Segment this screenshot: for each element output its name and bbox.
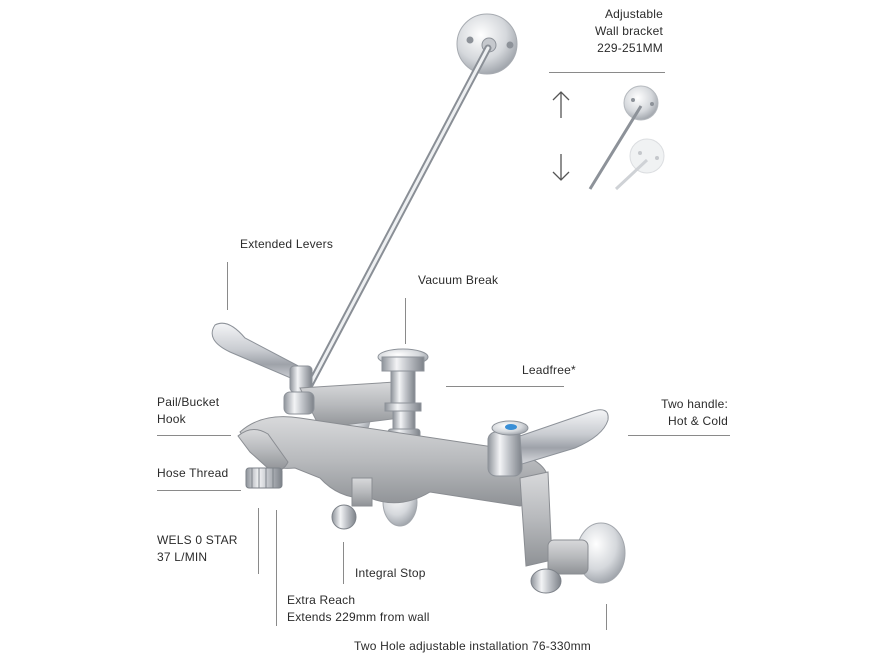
label-wels-line2: 37 L/MIN <box>157 550 208 564</box>
leader-line-integral-stop <box>343 542 344 584</box>
label-wall-bracket-line1: Adjustable <box>604 7 663 21</box>
label-integral-stop: Integral Stop <box>355 566 426 580</box>
right-lever-handle <box>487 409 609 477</box>
label-pail-hook-line2: Hook <box>157 412 186 426</box>
label-pail-hook-line1: Pail/Bucket <box>157 395 220 409</box>
leader-line-two-handle <box>628 435 730 436</box>
label-extra-reach: Extra Reach Extends 229mm from wall <box>287 592 430 626</box>
label-two-handle-line2: Hot & Cold <box>667 414 728 428</box>
leader-line-pail-hook <box>157 435 231 436</box>
leader-line-extended-levers <box>227 262 228 310</box>
label-hose-thread: Hose Thread <box>157 466 229 480</box>
label-two-hole: Two Hole adjustable installation 76-330m… <box>354 639 591 653</box>
label-wels-line1: WELS 0 STAR <box>157 533 238 547</box>
label-extra-reach-line2: Extends 229mm from wall <box>287 610 430 624</box>
label-vacuum-break: Vacuum Break <box>418 273 499 287</box>
leader-line-leadfree <box>446 386 564 387</box>
label-wall-bracket-line3: 229-251MM <box>597 41 663 55</box>
arrow-up-icon <box>552 91 570 118</box>
label-two-handle: Two handle: Hot & Cold <box>661 396 728 430</box>
leader-line-wall-bracket <box>549 72 665 73</box>
label-pail-hook: Pail/Bucket Hook <box>157 394 219 428</box>
left-lever-handle <box>211 322 313 393</box>
label-wall-bracket: Adjustable Wall bracket 229-251MM <box>595 6 663 57</box>
leader-line-two-hole <box>606 604 607 630</box>
leader-line-extra-reach <box>276 510 277 626</box>
label-two-handle-line1: Two handle: <box>661 397 728 411</box>
label-extra-reach-line1: Extra Reach <box>287 593 356 607</box>
leader-line-vacuum-break <box>405 298 406 344</box>
label-leadfree: Leadfree* <box>522 363 576 377</box>
arrow-down-icon <box>552 154 570 181</box>
label-extended-levers: Extended Levers <box>240 237 334 251</box>
label-wall-bracket-line2: Wall bracket <box>595 24 663 38</box>
leader-line-wels <box>258 508 259 574</box>
label-wels: WELS 0 STAR 37 L/MIN <box>157 532 238 566</box>
faucet-body <box>237 416 626 594</box>
wall-bracket <box>298 13 518 404</box>
leader-line-hose-thread <box>157 490 241 491</box>
bracket-adjustment-inset <box>588 85 665 191</box>
